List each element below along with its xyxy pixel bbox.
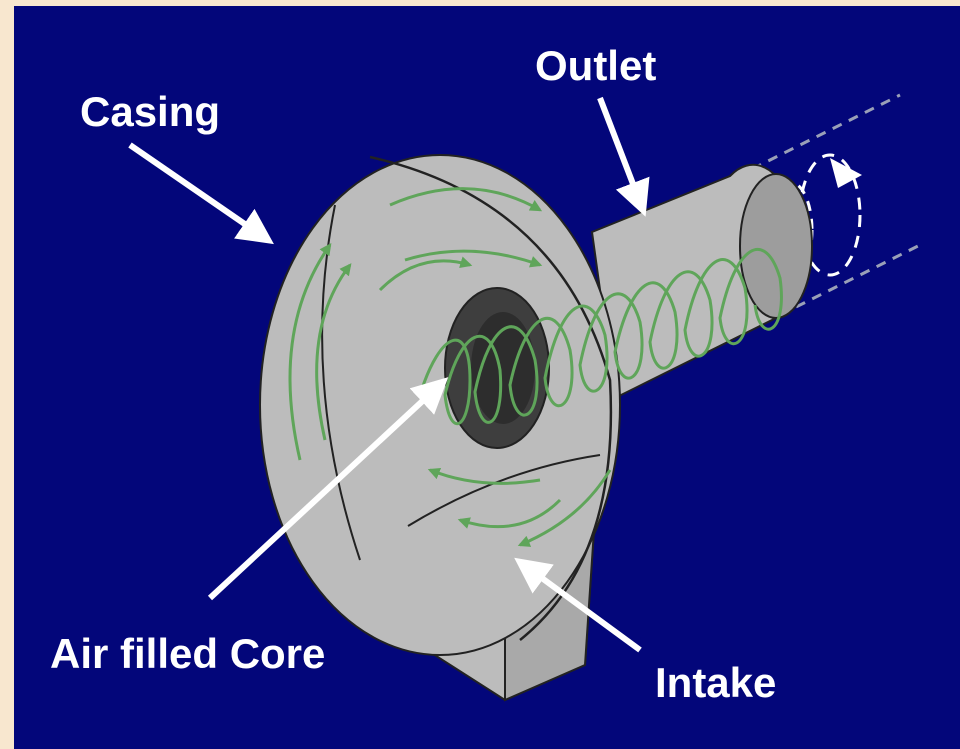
label-air-filled-core: Air filled Core — [50, 630, 325, 677]
label-intake: Intake — [655, 659, 776, 706]
label-casing: Casing — [80, 88, 220, 135]
label-outlet: Outlet — [535, 42, 656, 89]
casing-body — [260, 155, 620, 655]
